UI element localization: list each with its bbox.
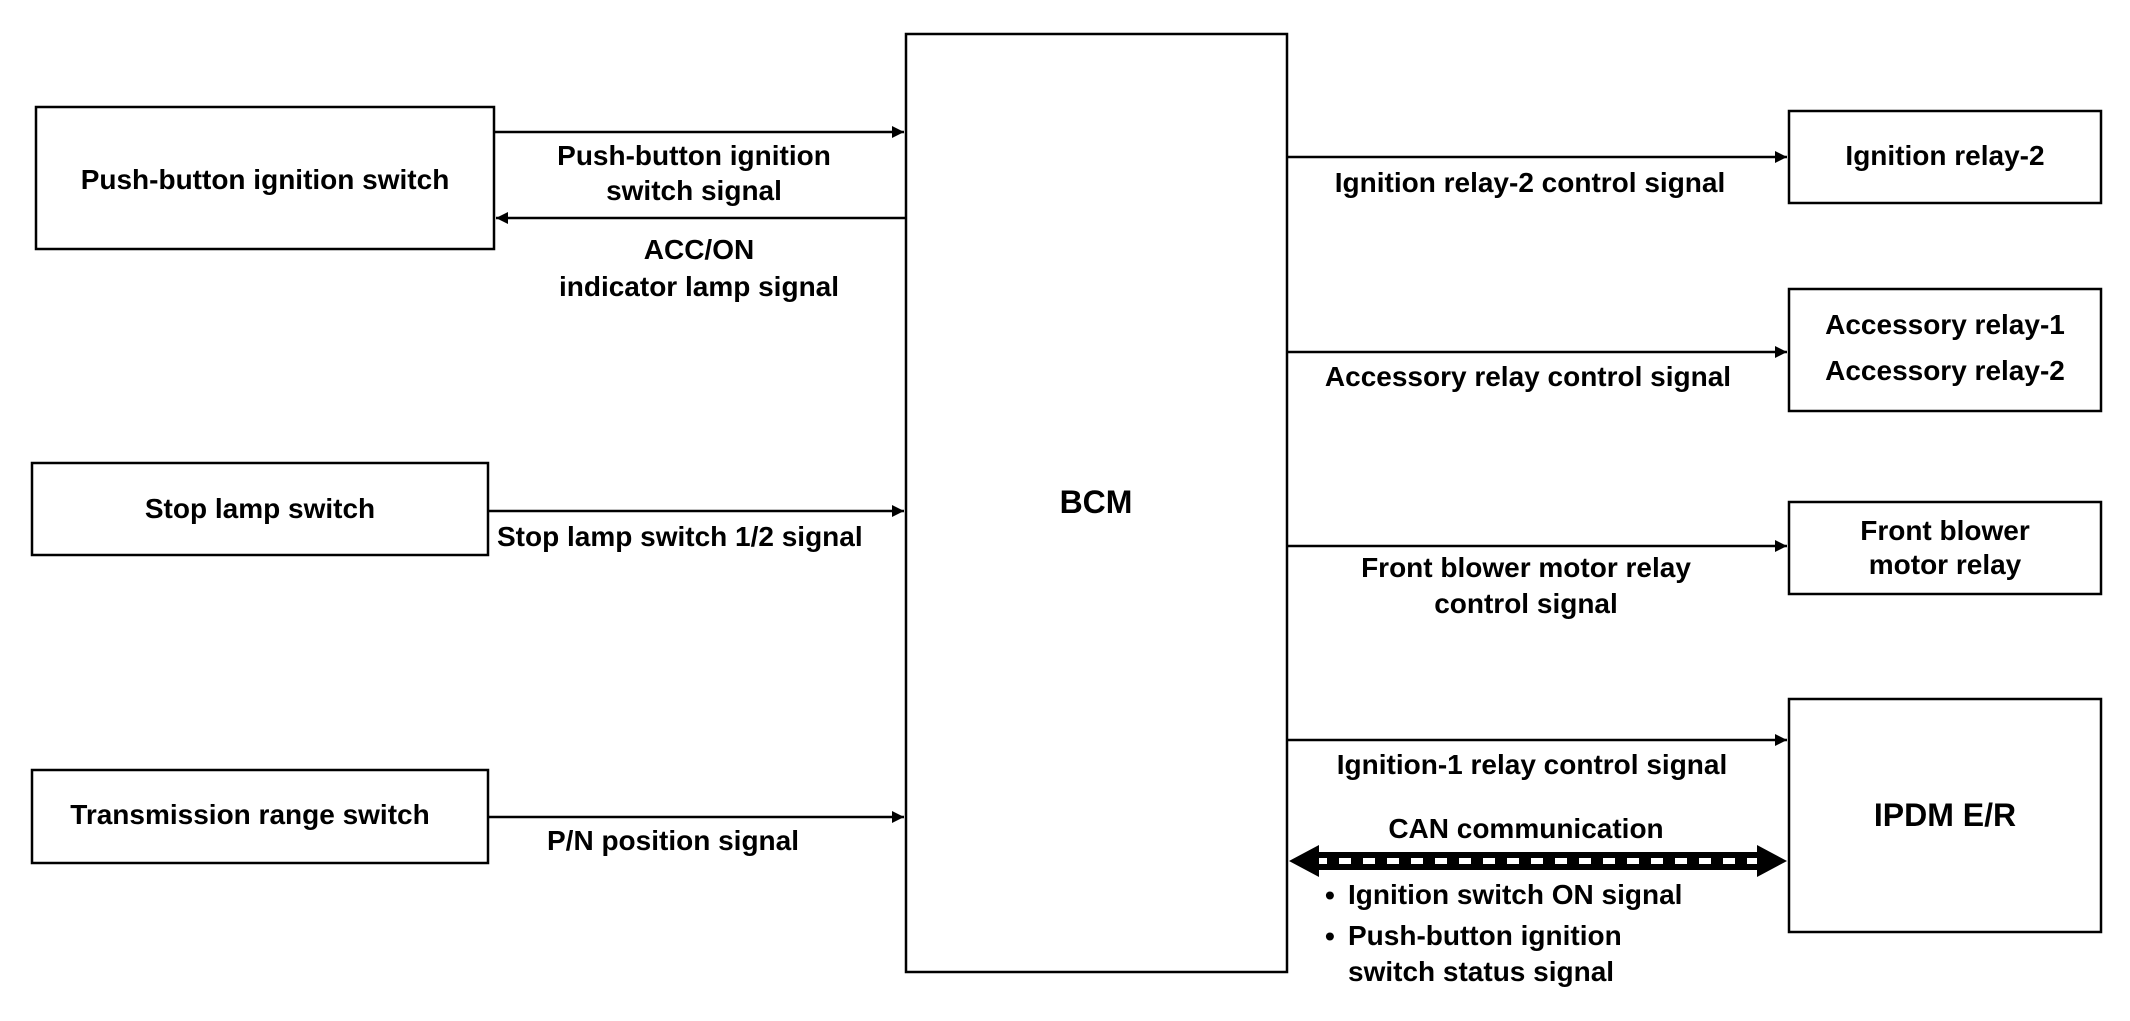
transmission-range-switch-label: Transmission range switch bbox=[70, 799, 429, 830]
transmission-range-switch-block: Transmission range switch bbox=[30, 768, 490, 865]
text-line: indicator lamp signal bbox=[559, 271, 839, 302]
text-line: Stop lamp switch bbox=[145, 493, 375, 524]
text-line: BCM bbox=[1060, 484, 1133, 520]
text-line: Ignition relay-2 control signal bbox=[1335, 167, 1726, 198]
text-line: Accessory relay-2 bbox=[1825, 355, 2065, 386]
ignition-relay-2-signal-label: Ignition relay-2 control signal bbox=[1335, 167, 1726, 198]
text-line: Ignition-1 relay control signal bbox=[1337, 749, 1728, 780]
text-line: Transmission range switch bbox=[70, 799, 429, 830]
accessory-relay-signal-label: Accessory relay control signal bbox=[1325, 361, 1731, 392]
ignition-relay-2-label: Ignition relay-2 bbox=[1845, 140, 2044, 171]
text-line: control signal bbox=[1434, 588, 1618, 619]
text-line: Stop lamp switch 1/2 signal bbox=[497, 521, 863, 552]
text-line: Accessory relay-1 bbox=[1825, 309, 2065, 340]
text-line: Accessory relay control signal bbox=[1325, 361, 1731, 392]
ignition-1-signal-label: Ignition-1 relay control signal bbox=[1337, 749, 1728, 780]
text-line: Ignition relay-2 bbox=[1845, 140, 2044, 171]
acc-on-lamp-signal-label: ACC/ON indicator lamp signal bbox=[559, 234, 839, 302]
push-button-switch-block: Push-button ignition switch bbox=[34, 105, 496, 251]
text-line: switch status signal bbox=[1348, 956, 1614, 987]
can-bus-left-arrow bbox=[1289, 845, 1319, 877]
stop-lamp-signal-label: Stop lamp switch 1/2 signal bbox=[497, 521, 863, 552]
pn-position-signal-label: P/N position signal bbox=[547, 825, 799, 856]
text-line: ACC/ON bbox=[644, 234, 754, 265]
ignition-relay-2-block: Ignition relay-2 bbox=[1787, 109, 2103, 205]
stop-lamp-switch-block: Stop lamp switch bbox=[30, 461, 490, 557]
bcm-label: BCM bbox=[1060, 484, 1133, 520]
text-line: Front blower bbox=[1860, 515, 2030, 546]
bcm-block: BCM bbox=[904, 32, 1289, 974]
text-line: Ignition switch ON signal bbox=[1348, 879, 1682, 910]
bullet-icon: • bbox=[1325, 879, 1335, 910]
text-line: motor relay bbox=[1869, 549, 2022, 580]
front-blower-signal-label: Front blower motor relay control signal bbox=[1361, 552, 1691, 619]
text-line: Push-button ignition bbox=[1348, 920, 1622, 951]
text-line: Push-button ignition switch bbox=[81, 164, 450, 195]
text-line: Push-button ignition bbox=[557, 140, 831, 171]
can-signal-list: • Ignition switch ON signal • Push-butto… bbox=[1325, 879, 1682, 987]
can-communication-label: CAN communication bbox=[1388, 813, 1663, 844]
ipdm-label: IPDM E/R bbox=[1874, 797, 2016, 833]
bullet-icon: • bbox=[1325, 920, 1335, 951]
text-line: IPDM E/R bbox=[1874, 797, 2016, 833]
can-bus bbox=[1289, 845, 1787, 877]
text-line: CAN communication bbox=[1388, 813, 1663, 844]
stop-lamp-switch-label: Stop lamp switch bbox=[145, 493, 375, 524]
text-line: P/N position signal bbox=[547, 825, 799, 856]
can-signal-item: Ignition switch ON signal bbox=[1348, 879, 1682, 910]
push-button-switch-label: Push-button ignition switch bbox=[81, 164, 450, 195]
text-line: switch signal bbox=[606, 175, 782, 206]
push-button-signal-label: Push-button ignition switch signal bbox=[557, 140, 831, 206]
can-signal-item: Push-button ignition switch status signal bbox=[1348, 920, 1622, 987]
can-bus-right-arrow bbox=[1757, 845, 1787, 877]
text-line: Front blower motor relay bbox=[1361, 552, 1691, 583]
ipdm-block: IPDM E/R bbox=[1787, 697, 2103, 934]
